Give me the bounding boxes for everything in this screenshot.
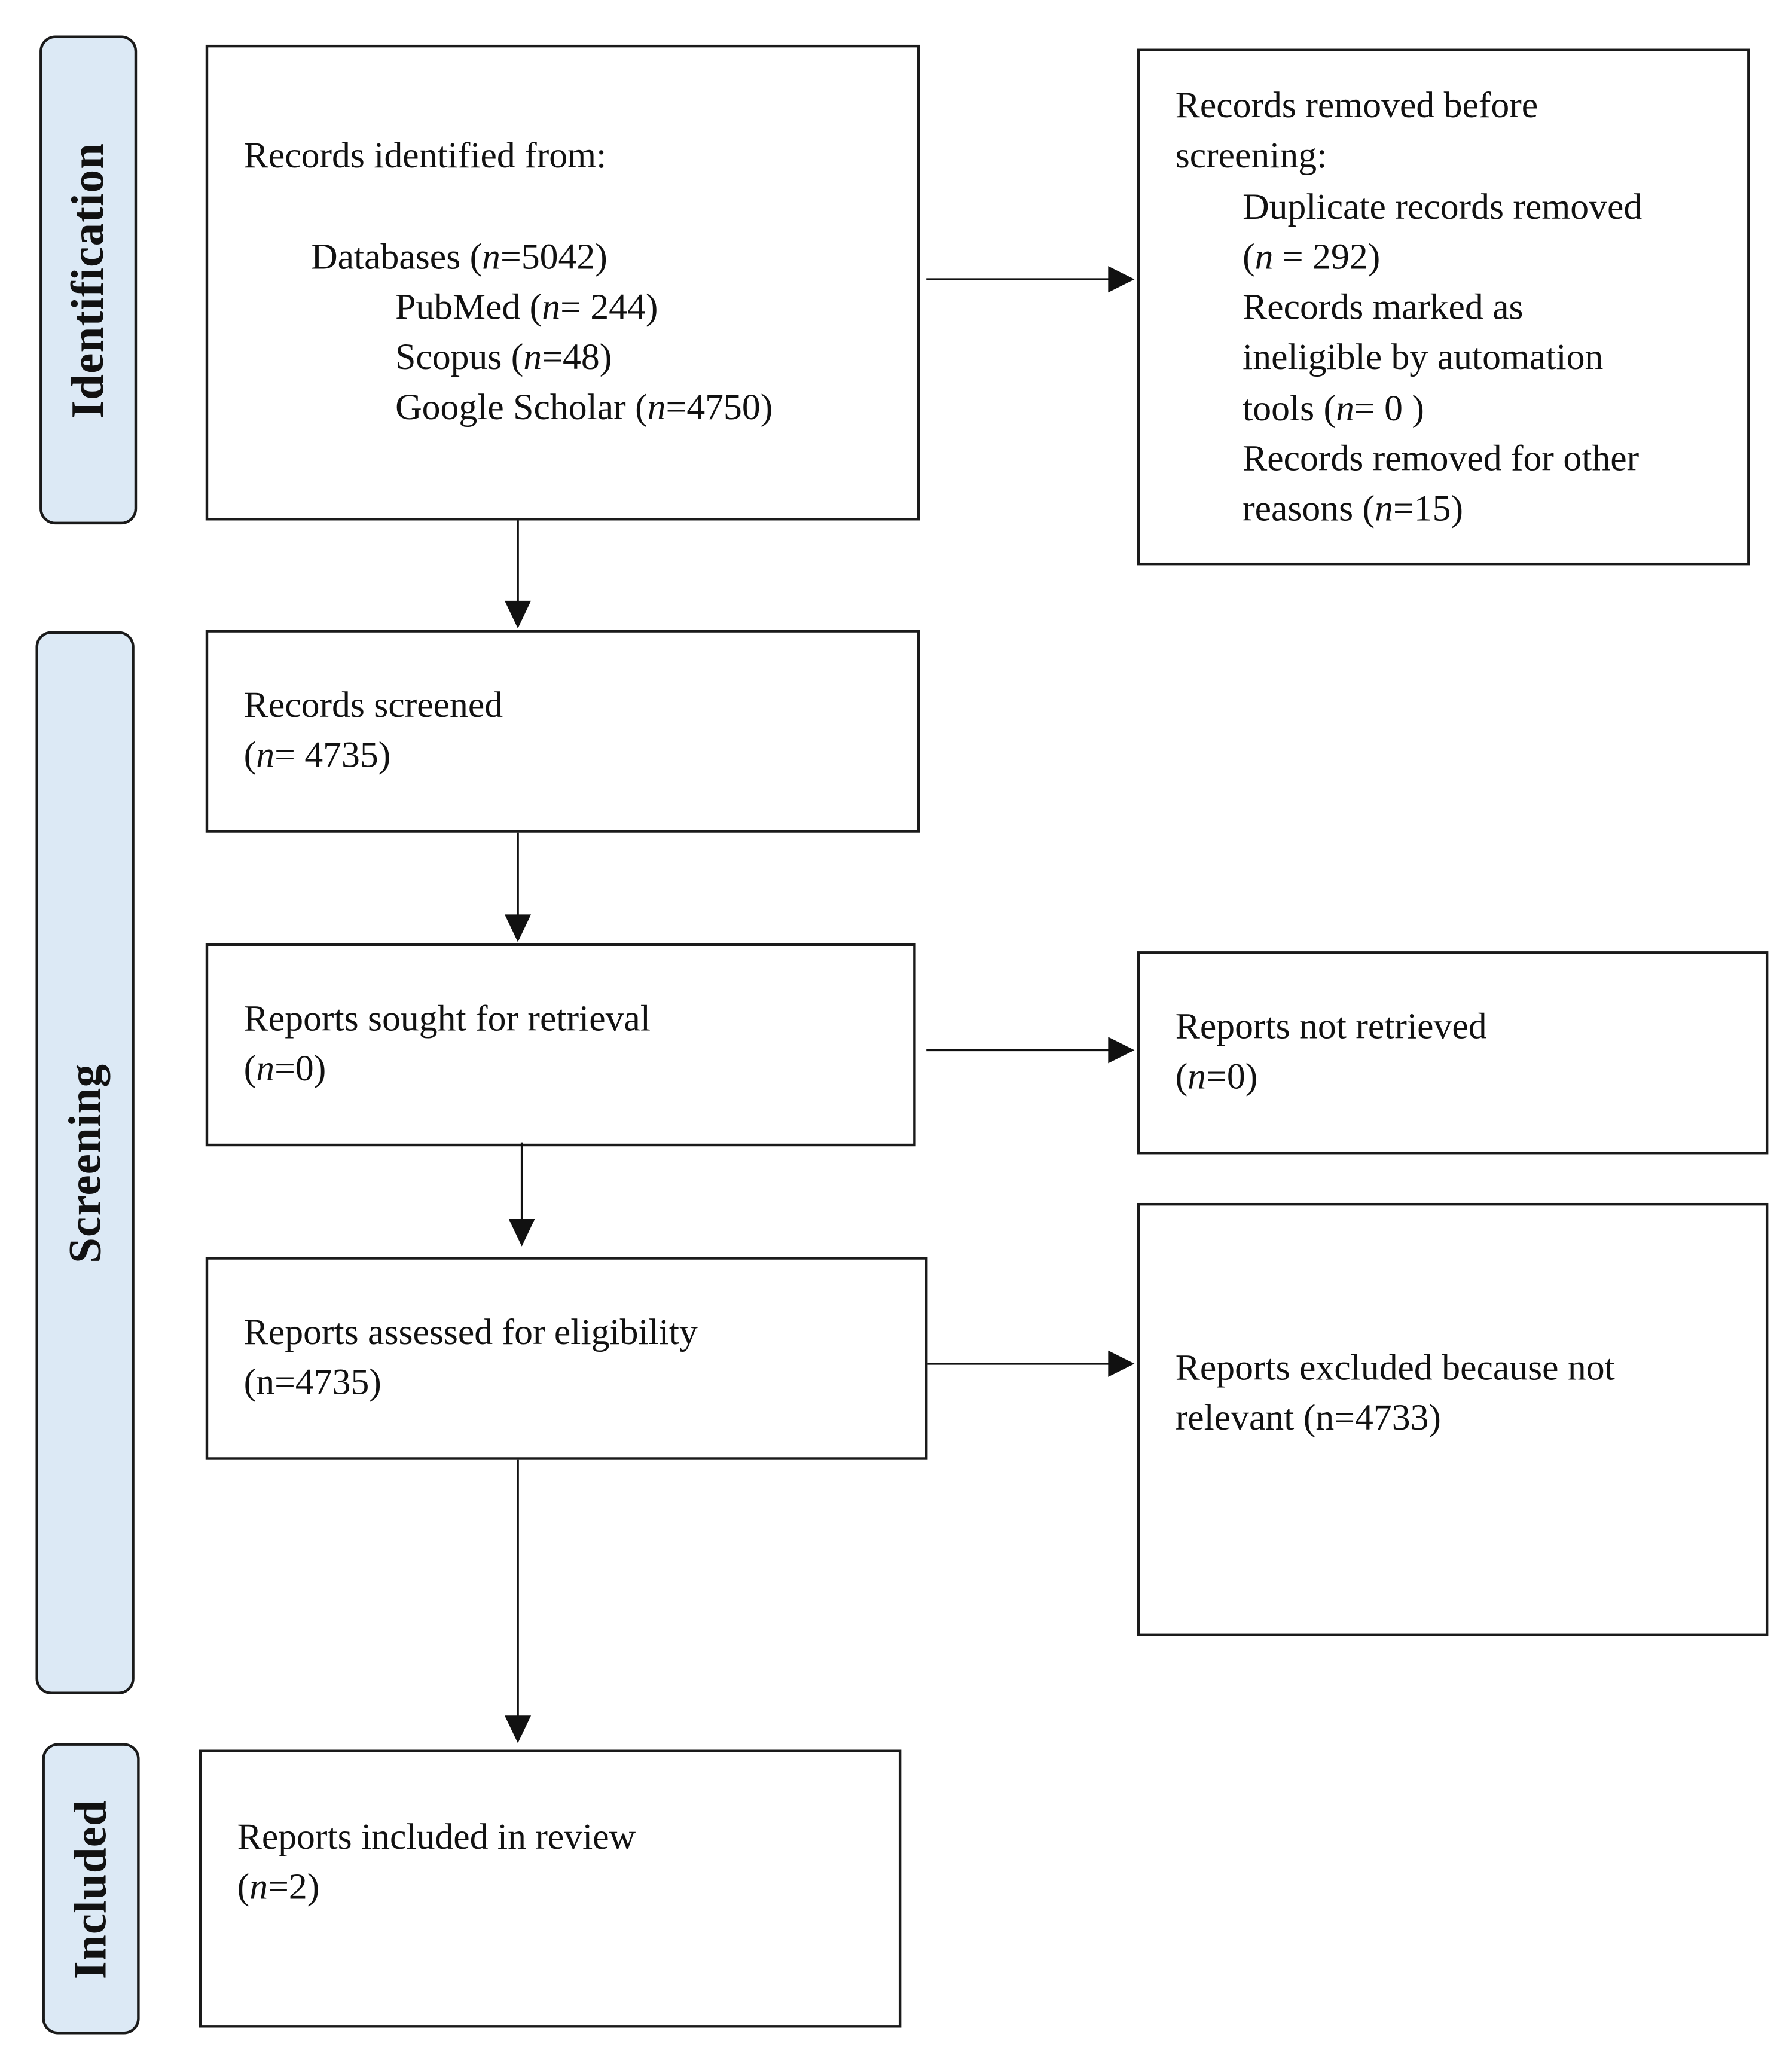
text-segment: ( <box>1243 237 1255 278</box>
reports-sought-box: Reports sought for retrieval (n=0) <box>205 943 916 1147</box>
box-text-line: Records identified from: <box>244 132 917 182</box>
records-screened-box: Records screened (n= 4735) <box>205 630 920 833</box>
text-segment: = 4735) <box>274 735 391 777</box>
box-text-line: Records removed before <box>1176 82 1747 132</box>
italic-n: n <box>482 236 501 278</box>
arrowhead <box>1108 1350 1135 1377</box>
box-text-line: Duplicate records removed <box>1176 182 1747 233</box>
arrowhead <box>1108 1037 1135 1064</box>
text-segment: =0) <box>1206 1057 1258 1098</box>
arrowhead <box>505 914 532 942</box>
box-text-line: reasons (n=15) <box>1176 485 1747 536</box>
phase-screening: Screening <box>35 631 135 1694</box>
text-segment: PubMed ( <box>395 287 542 328</box>
box-text-line: Reports sought for retrieval <box>244 995 913 1045</box>
arrowhead <box>505 600 532 629</box>
box-text-line: ineligible by automation <box>1176 334 1747 384</box>
italic-n: n <box>256 735 275 777</box>
italic-n: n <box>256 1049 275 1091</box>
records-identified-box: Records identified from:Databases (n=504… <box>205 44 920 521</box>
text-segment: Reports assessed for eligibility <box>243 1312 698 1354</box>
box-text-line: (n=4735) <box>244 1359 925 1409</box>
reports-excluded-box: Reports excluded because not relevant (n=… <box>1137 1202 1769 1636</box>
records-removed-box: Records removed before screening: Duplicat… <box>1137 48 1750 566</box>
italic-n: n <box>1375 489 1393 530</box>
italic-n: n <box>542 287 561 328</box>
italic-n: n <box>523 337 542 378</box>
box-text-line: Google Scholar (n=4750) <box>244 384 917 434</box>
phase-identification: Identification <box>39 35 138 525</box>
italic-n: n <box>1187 1057 1207 1098</box>
box-text-line: (n= 4735) <box>244 732 917 782</box>
reports-not-retrieved-box: Reports not retrieved (n=0) <box>1137 951 1769 1155</box>
box-text-line: (n = 292) <box>1176 233 1747 283</box>
phase-included: Included <box>42 1743 140 2035</box>
text-segment: = 292) <box>1273 237 1381 278</box>
box-text-line: Reports assessed for eligibility <box>244 1308 925 1358</box>
text-segment: Records identified from: <box>243 135 607 177</box>
italic-n: n <box>249 1867 268 1908</box>
box-text-line: (n=0) <box>244 1045 913 1095</box>
text-segment: ( <box>237 1867 250 1908</box>
text-segment: =15) <box>1393 489 1464 530</box>
arrowhead <box>508 1219 535 1247</box>
text-segment: Records removed before <box>1175 85 1538 127</box>
text-segment: screening: <box>1175 136 1327 177</box>
arrowhead <box>505 1715 532 1743</box>
box-text-line: Reports excluded because not <box>1176 1344 1766 1394</box>
text-segment: reasons ( <box>1243 489 1375 530</box>
text-segment: =5042) <box>500 236 607 278</box>
reports-included-box: Reports included in review (n=2) <box>199 1749 902 2028</box>
text-segment: Duplicate records removed <box>1243 187 1643 228</box>
box-text-line: Records screened <box>244 681 917 731</box>
box-text-line: (n=2) <box>237 1864 899 1914</box>
box-text-line: Records marked as <box>1176 283 1747 334</box>
text-segment: ineligible by automation <box>1243 338 1604 379</box>
box-text-line: tools (n= 0 ) <box>1176 384 1747 435</box>
text-segment: =48) <box>542 337 612 378</box>
text-segment: Records removed for other <box>1243 439 1640 480</box>
text-segment: Reports not retrieved <box>1175 1006 1487 1048</box>
box-text-line: PubMed (n= 244) <box>244 283 917 334</box>
text-segment: ( <box>1175 1057 1188 1098</box>
box-text-line: Reports included in review <box>237 1813 899 1863</box>
italic-n: n <box>647 387 666 429</box>
text-segment: Reports included in review <box>237 1816 636 1858</box>
text-segment: Databases ( <box>311 236 483 278</box>
text-segment: Scopus ( <box>395 337 524 378</box>
text-segment: ( <box>243 1049 257 1091</box>
text-segment: relevant (n=4733) <box>1175 1398 1441 1440</box>
italic-n: n <box>1254 237 1274 278</box>
box-text-line: Reports not retrieved <box>1176 1003 1766 1053</box>
text-segment: =2) <box>268 1867 320 1908</box>
text-segment: Records marked as <box>1243 287 1524 329</box>
reports-assessed-box: Reports assessed for eligibility (n=4735) <box>205 1257 928 1460</box>
box-text-line: Records removed for other <box>1176 435 1747 485</box>
text-segment: (n=4735) <box>243 1363 381 1404</box>
text-segment: ( <box>243 735 257 777</box>
text-segment: = 244) <box>560 287 658 328</box>
italic-n: n <box>1336 388 1354 429</box>
text-segment: Google Scholar ( <box>395 387 648 429</box>
text-segment: = 0 ) <box>1354 388 1424 429</box>
text-segment: Records screened <box>243 685 503 726</box>
text-segment: Reports excluded because not <box>1175 1348 1615 1389</box>
box-text-line: Databases (n=5042) <box>244 233 917 283</box>
box-text-line: Scopus (n=48) <box>244 334 917 384</box>
text-segment: =0) <box>274 1049 326 1091</box>
arrowhead <box>1108 266 1135 293</box>
text-segment: tools ( <box>1243 388 1336 429</box>
box-text-line: (n=0) <box>1176 1053 1766 1103</box>
text-segment: Reports sought for retrieval <box>243 998 651 1040</box>
box-text-line: relevant (n=4733) <box>1176 1394 1766 1445</box>
text-segment: =4750) <box>665 387 773 429</box>
box-text-line: screening: <box>1176 132 1747 182</box>
